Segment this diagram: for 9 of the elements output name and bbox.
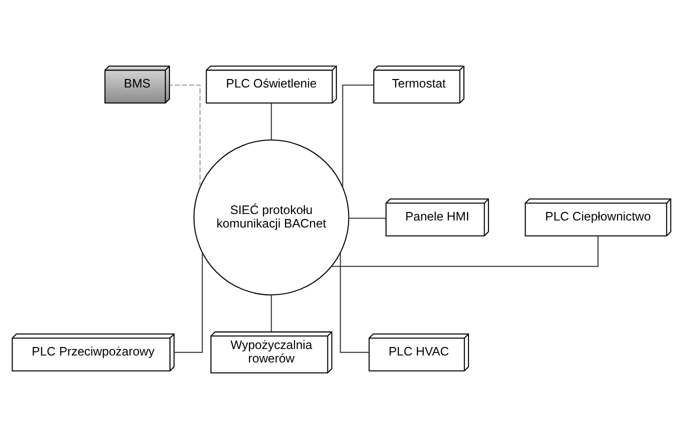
connector bbox=[270, 102, 272, 140]
connector bbox=[270, 294, 272, 332]
connector bbox=[170, 84, 201, 186]
connector bbox=[340, 252, 370, 352]
connector bbox=[342, 84, 374, 186]
connector bbox=[349, 217, 386, 218]
connector bbox=[174, 252, 203, 352]
node-circle: SIEĆ protokołu komunikacji BACnet bbox=[193, 139, 350, 295]
connector bbox=[332, 235, 599, 266]
